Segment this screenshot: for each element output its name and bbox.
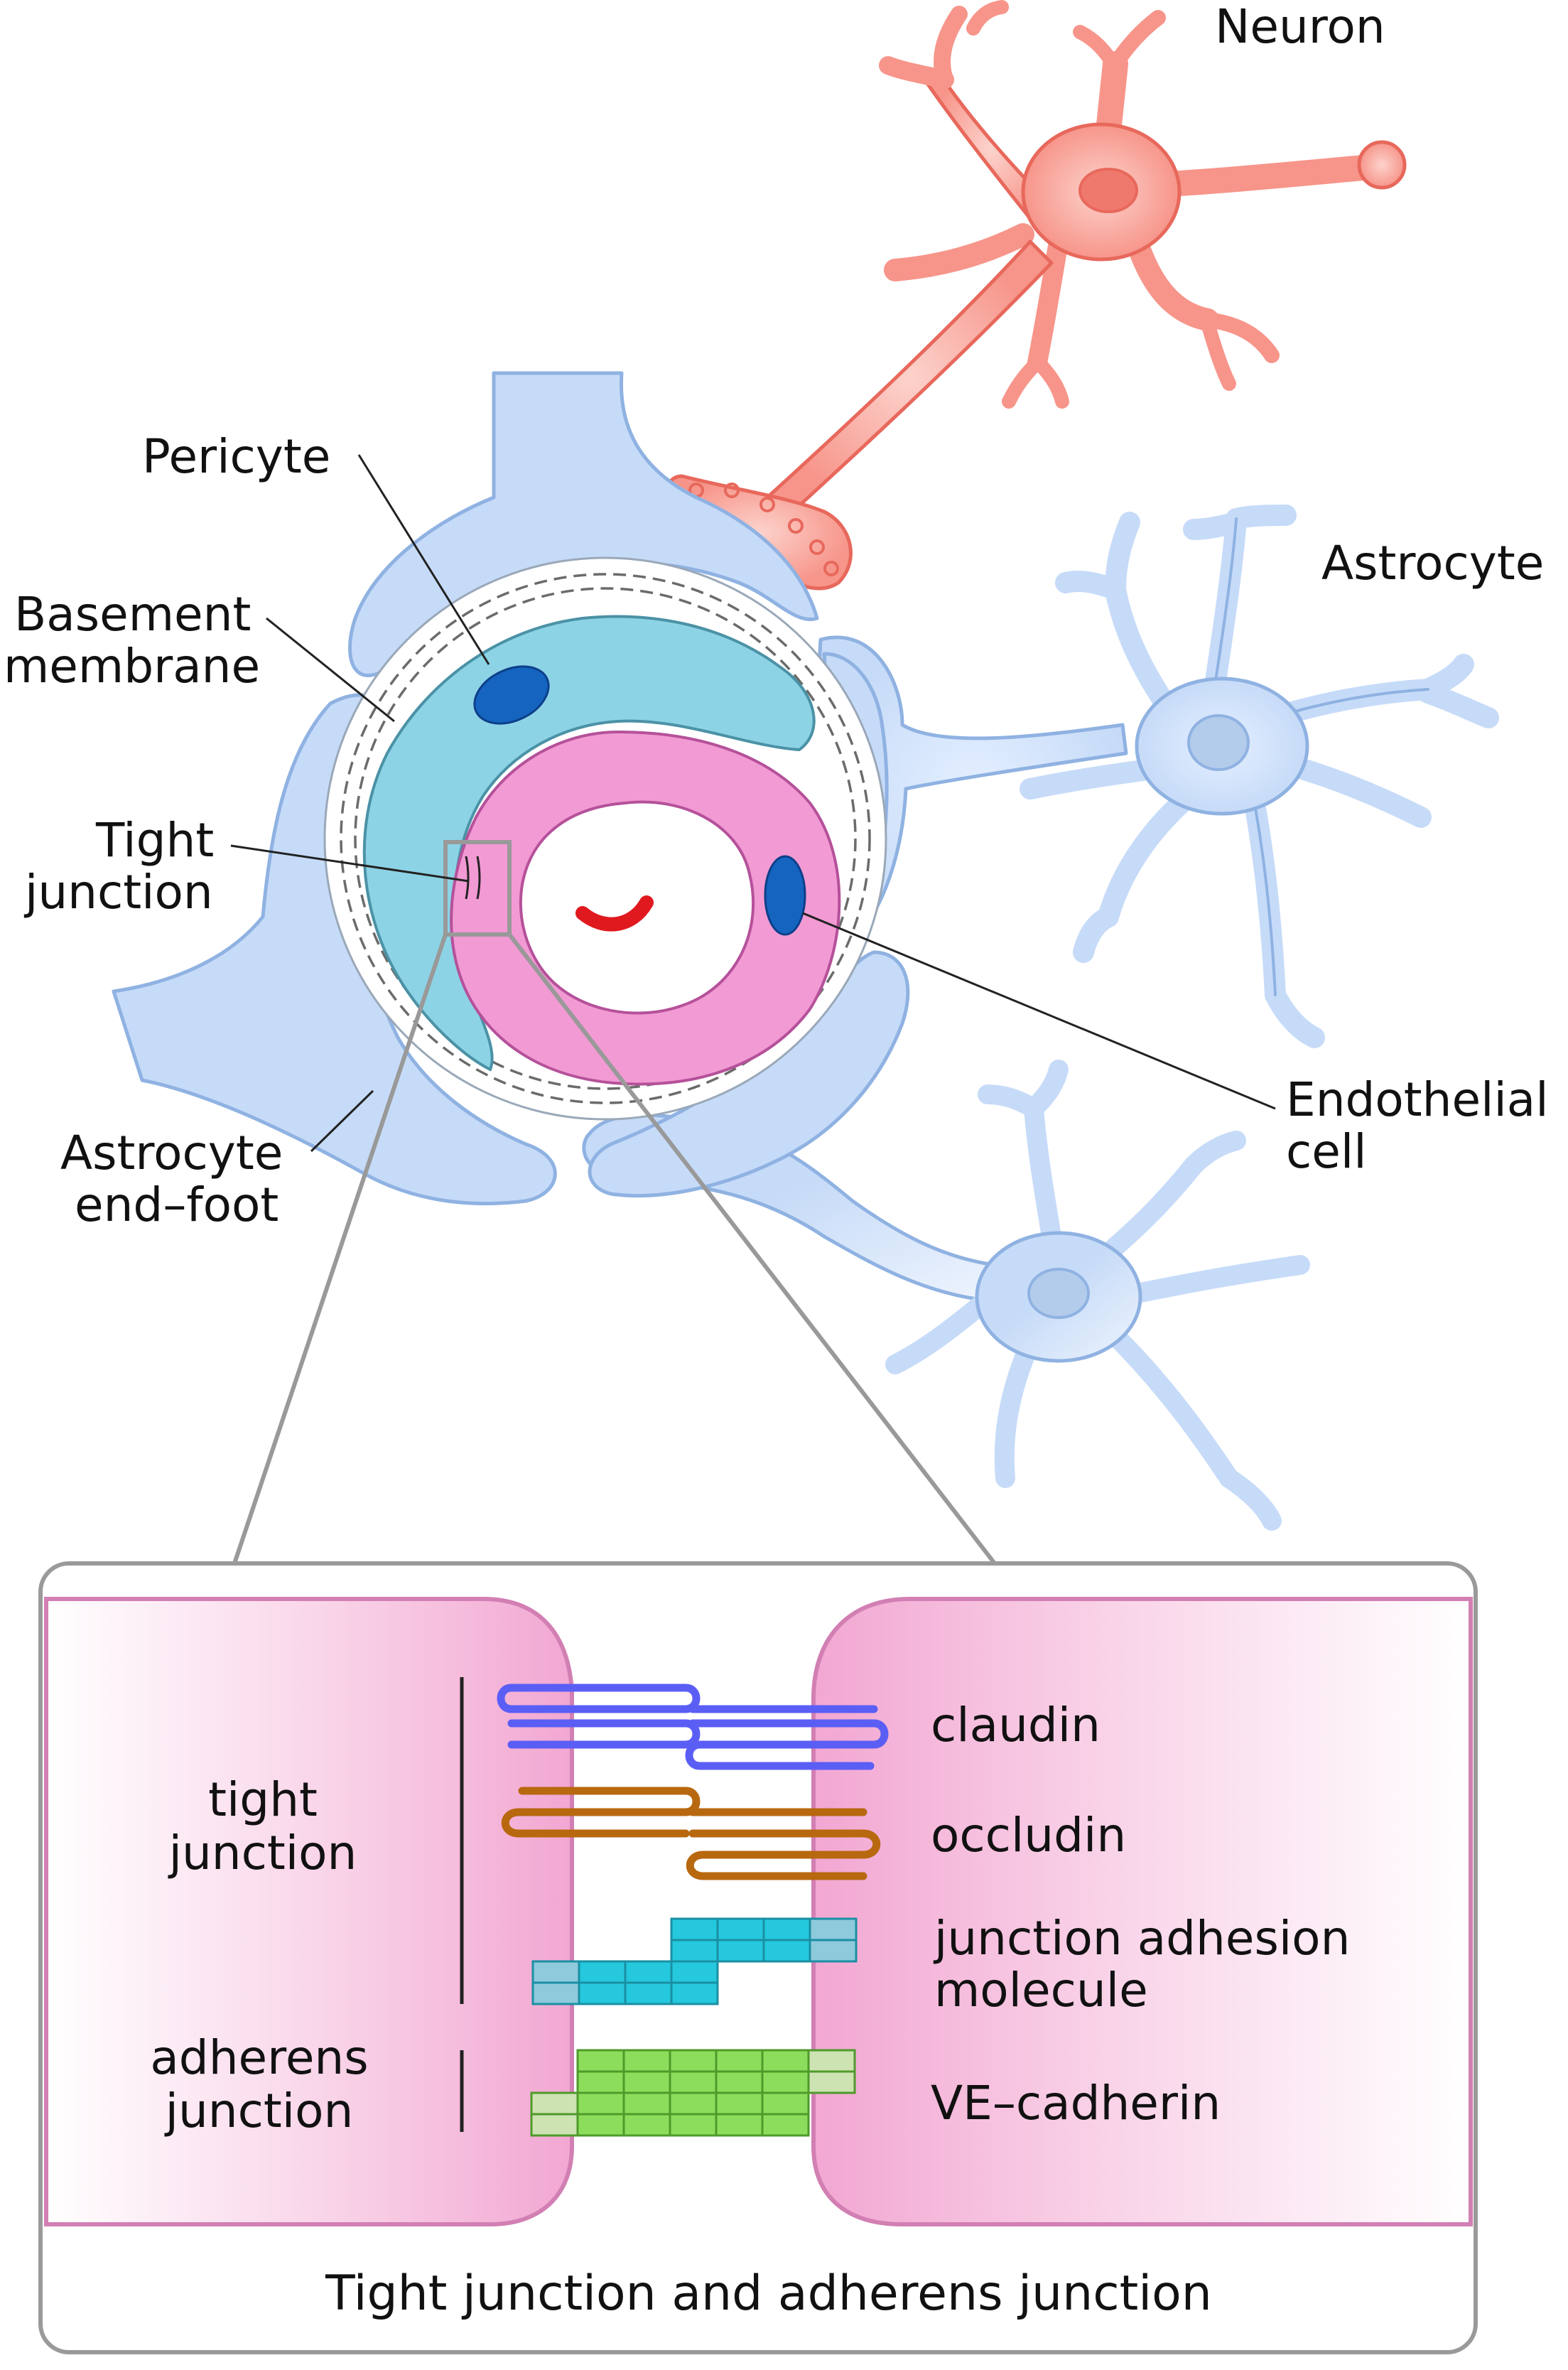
diagram-labels: Neuron Astrocyte Pericyte Basement membr… [4, 0, 1549, 1232]
label-neuron: Neuron [1215, 0, 1385, 54]
jam-blocks [531, 1917, 858, 2005]
label-basement-membrane-line2: membrane [4, 639, 260, 694]
label-tight-junction-line2: junction [23, 865, 213, 920]
label-endothelial-cell-line2: cell [1286, 1124, 1367, 1179]
inset-label-jam-line2: molecule [934, 1963, 1148, 2018]
inset-label-claudin: claudin [931, 1698, 1101, 1752]
inset-label-tight-line2: junction [168, 1826, 357, 1880]
label-endothelial-cell-line1: Endothelial [1286, 1072, 1549, 1127]
inset-label-ve-cadherin: VE–cadherin [931, 2076, 1221, 2131]
pericyte-nucleus [473, 665, 550, 725]
inset-label-adherens-line2: junction [164, 2084, 354, 2138]
claudin-strands [497, 1684, 889, 1770]
label-astrocyte-end-foot-line1: Astrocyte [60, 1126, 283, 1180]
ve-cadherin-blocks [530, 2049, 856, 2137]
neuron [665, 0, 1407, 591]
junction-inset-panel: tight junction adherens junction claudin… [38, 1561, 1478, 2354]
red-blood-cell [575, 895, 654, 932]
astrocyte-upper [816, 505, 1499, 1048]
inset-label-tight-line1: tight [208, 1772, 318, 1827]
inset-label-jam-line1: junction adhesion [933, 1911, 1350, 1966]
endothelial-nucleus [764, 855, 806, 936]
inset-label-occludin: occludin [931, 1808, 1126, 1863]
zoom-indicator [232, 840, 997, 1565]
label-pericyte: Pericyte [142, 429, 330, 484]
occludin-strands [501, 1787, 881, 1880]
pericyte [362, 615, 816, 1072]
leader-lines [230, 454, 1276, 1153]
zoom-box [443, 840, 512, 937]
label-tight-junction-line1: Tight [95, 813, 214, 868]
inset-label-adherens-line1: adherens [150, 2030, 368, 2085]
label-astrocyte-end-foot-line2: end–foot [75, 1178, 279, 1232]
label-astrocyte: Astrocyte [1321, 536, 1544, 591]
inset-caption: Tight junction and adherens junction [325, 2266, 1212, 2322]
inset-left-cell [44, 1597, 574, 2226]
label-basement-membrane-line1: Basement [14, 587, 251, 642]
